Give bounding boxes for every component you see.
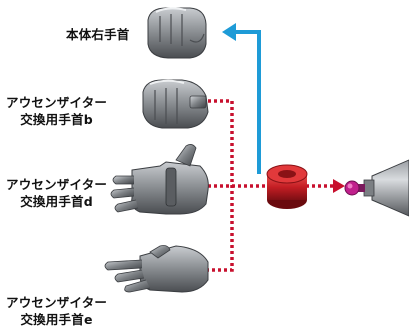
label-hand-b-line2: 交換用手首b [20, 112, 93, 127]
red-dotted-connectors [208, 99, 335, 272]
label-hand-e: アウセンザイター 交換用手首e [6, 294, 107, 328]
fist-hand-icon [147, 7, 207, 59]
label-hand-d-line1: アウセンザイター [6, 177, 108, 192]
label-main-right-hand-text: 本体右手首 [66, 27, 130, 42]
open-hand-d-icon [110, 144, 209, 215]
red-joint-icon [266, 164, 308, 209]
label-main-right-hand: 本体右手首 [66, 26, 130, 43]
closed-hand-b-icon [142, 79, 209, 129]
pointing-hand-e-icon [104, 245, 209, 293]
label-hand-d: アウセンザイター 交換用手首d [6, 176, 107, 210]
red-arrowhead-icon [333, 179, 345, 193]
blue-arrow [222, 23, 261, 174]
label-hand-b-line1: アウセンザイター [6, 95, 108, 110]
blue-arrowhead-icon [222, 23, 236, 41]
label-hand-d-line2: 交換用手首d [20, 194, 93, 209]
label-hand-b: アウセンザイター 交換用手首b [6, 94, 107, 128]
label-hand-e-line1: アウセンザイター [6, 295, 108, 310]
label-hand-e-line2: 交換用手首e [20, 312, 93, 327]
arm-peg-icon [344, 159, 409, 217]
